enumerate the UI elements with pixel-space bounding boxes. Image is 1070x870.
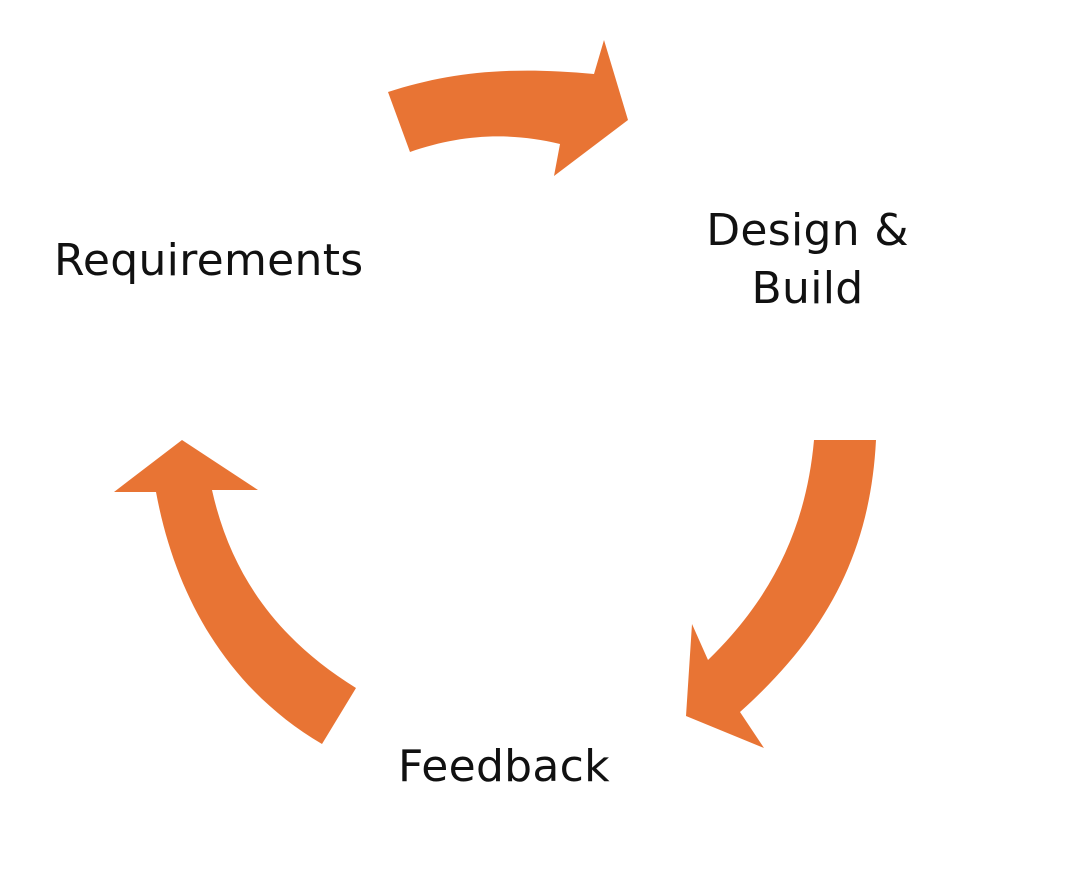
stage-label-requirements: Requirements: [54, 232, 364, 290]
arrow-feedback-to-requirements: [114, 440, 356, 744]
stage-label-design-build: Design & Build: [700, 202, 915, 318]
stage-label-line: Feedback: [398, 741, 610, 792]
arrow-design-to-feedback: [686, 440, 876, 748]
arrow-requirements-to-design: [388, 40, 628, 176]
stage-label-line: Build: [751, 263, 864, 314]
stage-label-line: Requirements: [54, 235, 364, 286]
stage-label-line: Design &: [706, 205, 909, 256]
stage-label-feedback: Feedback: [398, 738, 610, 796]
